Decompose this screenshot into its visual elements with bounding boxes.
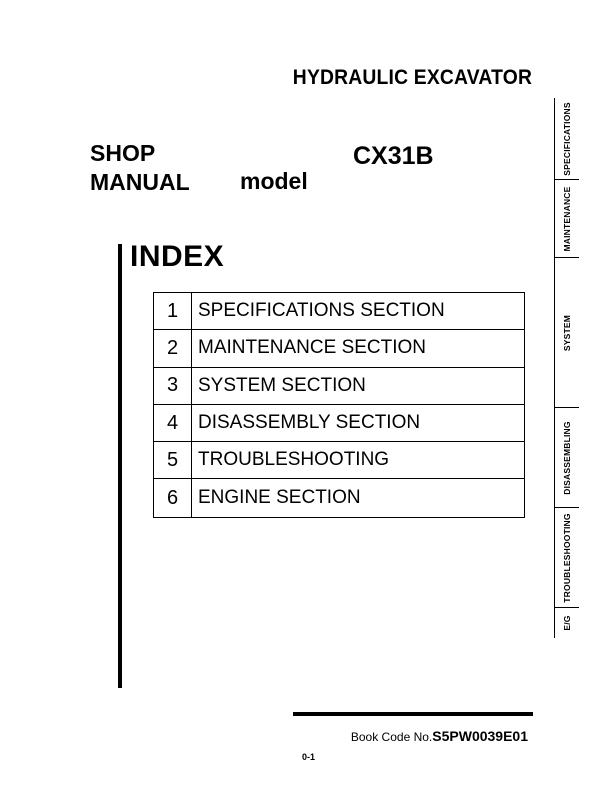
index-row-maintenance[interactable]: 2 MAINTENANCE SECTION <box>154 330 524 368</box>
index-row-disassembly[interactable]: 4 DISASSEMBLY SECTION <box>154 404 524 443</box>
index-row-system[interactable]: 3 SYSTEM SECTION <box>154 367 524 405</box>
page-number: 0-1 <box>302 752 316 762</box>
book-code-rule <box>293 712 533 716</box>
index-heading: INDEX <box>130 240 225 273</box>
side-tab-label: E/G <box>562 615 572 631</box>
index-row-label: SPECIFICATIONS SECTION <box>198 300 445 322</box>
side-tab-engine[interactable]: E/G <box>555 608 579 638</box>
index-row-label: ENGINE SECTION <box>198 487 361 509</box>
side-tab-troubleshooting[interactable]: TROUBLESHOOTING <box>555 508 579 608</box>
index-table: 1 SPECIFICATIONS SECTION 2 MAINTENANCE S… <box>153 292 525 518</box>
index-row-number: 6 <box>154 479 192 517</box>
side-tab-specifications[interactable]: SPECIFICATIONS <box>555 98 579 180</box>
index-row-label: TROUBLESHOOTING <box>198 449 390 471</box>
book-code-value: S5PW0039E01 <box>432 728 528 744</box>
index-row-specifications[interactable]: 1 SPECIFICATIONS SECTION <box>154 293 524 331</box>
side-tab-maintenance[interactable]: MAINTENANCE <box>555 180 579 258</box>
index-row-number: 4 <box>154 404 192 442</box>
index-row-number: 2 <box>154 330 192 367</box>
index-row-engine[interactable]: 6 ENGINE SECTION <box>154 479 524 517</box>
shop-manual-title: SHOP MANUAL <box>90 139 190 197</box>
manual-label: MANUAL <box>90 169 190 195</box>
book-code-label: Book Code No. <box>350 730 433 744</box>
shop-label: SHOP <box>90 140 156 166</box>
side-tab-label: TROUBLESHOOTING <box>562 512 572 603</box>
side-tab-label: SPECIFICATIONS <box>562 101 572 176</box>
document-title: HYDRAULIC EXCAVATOR <box>292 66 532 89</box>
index-row-label: DISASSEMBLY SECTION <box>198 412 421 434</box>
index-row-troubleshooting[interactable]: 5 TROUBLESHOOTING <box>154 442 524 480</box>
side-tab-label: SYSTEM <box>562 314 572 351</box>
book-code: Book Code No.S5PW0039E01 <box>351 728 528 746</box>
side-tab-disassembling[interactable]: DISASSEMBLING <box>555 408 579 508</box>
side-tab-label: MAINTENANCE <box>562 185 572 252</box>
index-row-number: 5 <box>154 442 192 479</box>
side-tab-label: DISASSEMBLING <box>562 420 572 495</box>
index-row-number: 1 <box>154 293 192 330</box>
model-label: model <box>240 168 308 194</box>
side-tab-system[interactable]: SYSTEM <box>555 258 579 408</box>
index-vertical-bar <box>118 244 122 688</box>
index-row-number: 3 <box>154 367 192 404</box>
index-row-label: MAINTENANCE SECTION <box>198 337 427 359</box>
side-tab-strip: SPECIFICATIONS MAINTENANCE SYSTEM DISASS… <box>554 98 579 638</box>
index-row-label: SYSTEM SECTION <box>198 374 366 396</box>
model-number: CX31B <box>353 142 434 170</box>
